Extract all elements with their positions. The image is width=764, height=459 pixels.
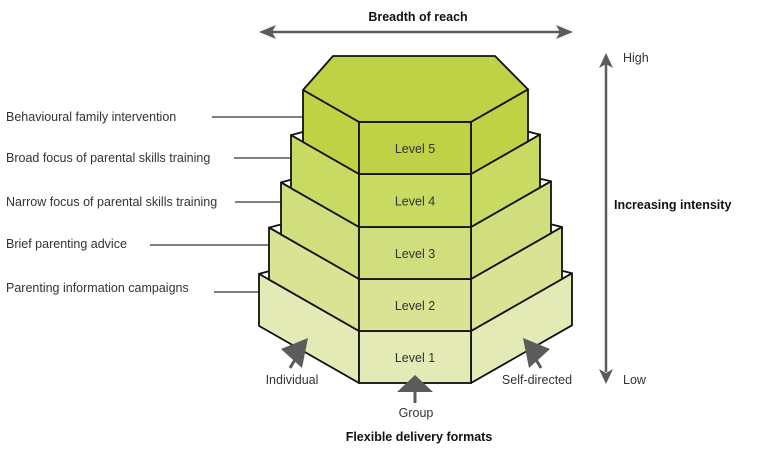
format-group-label: Group — [399, 406, 434, 420]
level-label: Level 2 — [395, 299, 435, 313]
format-self-directed-label: Self-directed — [502, 373, 572, 387]
intensity-axis: High Low Increasing intensity — [599, 51, 731, 387]
level-description: Broad focus of parental skills training — [6, 151, 210, 165]
level-description: Narrow focus of parental skills training — [6, 195, 217, 209]
level-label: Level 1 — [395, 351, 435, 365]
level-description: Brief parenting advice — [6, 237, 127, 251]
breadth-axis: Breadth of reach — [259, 10, 573, 39]
level-label: Level 4 — [395, 195, 435, 209]
self-directed-arrow-icon — [523, 338, 550, 369]
arrow-right-icon — [556, 25, 573, 39]
level-front-face — [358, 173, 472, 228]
level-descriptions: Parenting information campaigns Brief par… — [6, 110, 303, 295]
breadth-label: Breadth of reach — [368, 10, 467, 24]
level-label: Level 5 — [395, 142, 435, 156]
arrow-down-icon — [599, 369, 613, 384]
intensity-label: Increasing intensity — [614, 198, 731, 212]
level-5: Level 5 — [302, 55, 529, 175]
arrow-up-icon — [599, 53, 613, 68]
intensity-high-label: High — [623, 51, 649, 65]
individual-arrow-icon — [281, 338, 308, 369]
delivery-formats: Individual Group Self-directed Flexible … — [266, 338, 572, 444]
level-label: Level 3 — [395, 247, 435, 261]
delivery-formats-title: Flexible delivery formats — [346, 430, 493, 444]
level-front-face — [358, 278, 472, 332]
arrow-left-icon — [259, 25, 276, 39]
intensity-low-label: Low — [623, 373, 647, 387]
level-front-face — [358, 121, 472, 175]
group-arrow-icon — [397, 375, 433, 403]
level-description: Behavioural family intervention — [6, 110, 176, 124]
level-description: Parenting information campaigns — [6, 281, 189, 295]
format-individual-label: Individual — [266, 373, 319, 387]
level-stack: Level 1 Level 2 Level 3 Level 4 Level 5 — [258, 55, 573, 384]
